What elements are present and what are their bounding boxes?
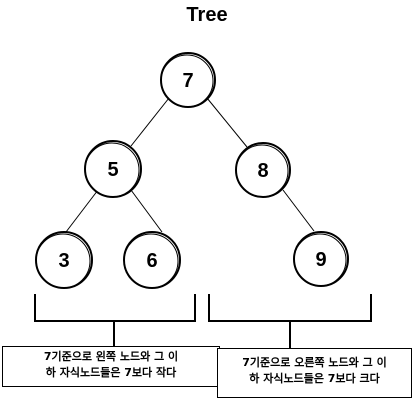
node-label: 5 <box>107 159 118 181</box>
node-label: 6 <box>146 250 157 272</box>
node-label: 9 <box>315 249 326 271</box>
left-note-line1: 7기준으로 왼쪽 노드와 그 이 <box>43 350 179 363</box>
node-right: 8 <box>235 142 291 198</box>
right-subtree-note: 7기준으로 오른쪽 노드와 그 이 하 자식노드들은 7보다 크다 <box>217 348 412 398</box>
node-root: 7 <box>160 52 216 108</box>
right-note-line1: 7기준으로 오른쪽 노드와 그 이 <box>242 356 387 369</box>
node-label: 7 <box>182 70 193 92</box>
edge-left-leftright <box>130 189 163 233</box>
edge-left-leftleft <box>65 189 99 233</box>
left-subtree-note: 7기준으로 왼쪽 노드와 그 이 하 자식노드들은 7보다 작다 <box>2 346 220 387</box>
node-label: 3 <box>58 250 69 272</box>
right-subtree-bracket <box>208 294 372 348</box>
left-subtree-bracket <box>34 294 196 346</box>
edge-root-left <box>130 97 170 147</box>
node-left-left: 3 <box>35 231 93 289</box>
node-left: 5 <box>84 140 142 198</box>
node-right-right: 9 <box>293 231 349 287</box>
right-note-line2: 하 자식노드들은 7보다 크다 <box>249 372 380 385</box>
node-label: 8 <box>257 160 268 182</box>
edge-root-right <box>206 97 248 148</box>
left-note-line2: 하 자식노드들은 7보다 작다 <box>45 366 177 379</box>
diagram-title: Tree <box>186 4 228 26</box>
edge-right-rightright <box>282 189 315 232</box>
node-left-right: 6 <box>123 231 181 289</box>
